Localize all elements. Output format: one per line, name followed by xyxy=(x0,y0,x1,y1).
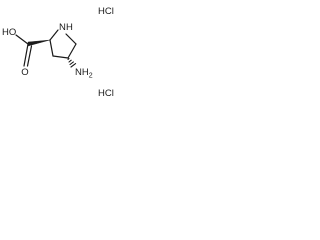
bond-c4-c3 xyxy=(52,55,69,59)
hcl-label-bottom: HCl xyxy=(98,88,114,99)
hydroxyl-label: HO xyxy=(2,27,16,38)
structure-diagram: HCl HCl HO O N H NH2 xyxy=(2,6,114,99)
bond-n1-c5 xyxy=(65,33,77,45)
hcl-label-top: HCl xyxy=(98,6,114,17)
amino-label: NH2 xyxy=(75,67,93,80)
bond-c2-n1 xyxy=(49,29,59,41)
bond-carbonyl-2 xyxy=(26,45,33,67)
ring-nitrogen-label: N xyxy=(59,22,66,33)
bond-carbonyl-1 xyxy=(23,43,29,67)
hashed-bond-c4-amino xyxy=(67,57,77,68)
wedge-bond-c2-carboxyl xyxy=(27,39,51,47)
bond-hydroxyl-carbon xyxy=(15,34,29,45)
ring-nitrogen-h-label: H xyxy=(66,22,73,33)
bond-c3-c2 xyxy=(49,39,54,57)
amino-nh: NH xyxy=(75,67,89,78)
carbonyl-oxygen-label: O xyxy=(21,67,28,78)
bond-c5-c4 xyxy=(67,43,77,59)
amino-subscript: 2 xyxy=(89,73,93,80)
